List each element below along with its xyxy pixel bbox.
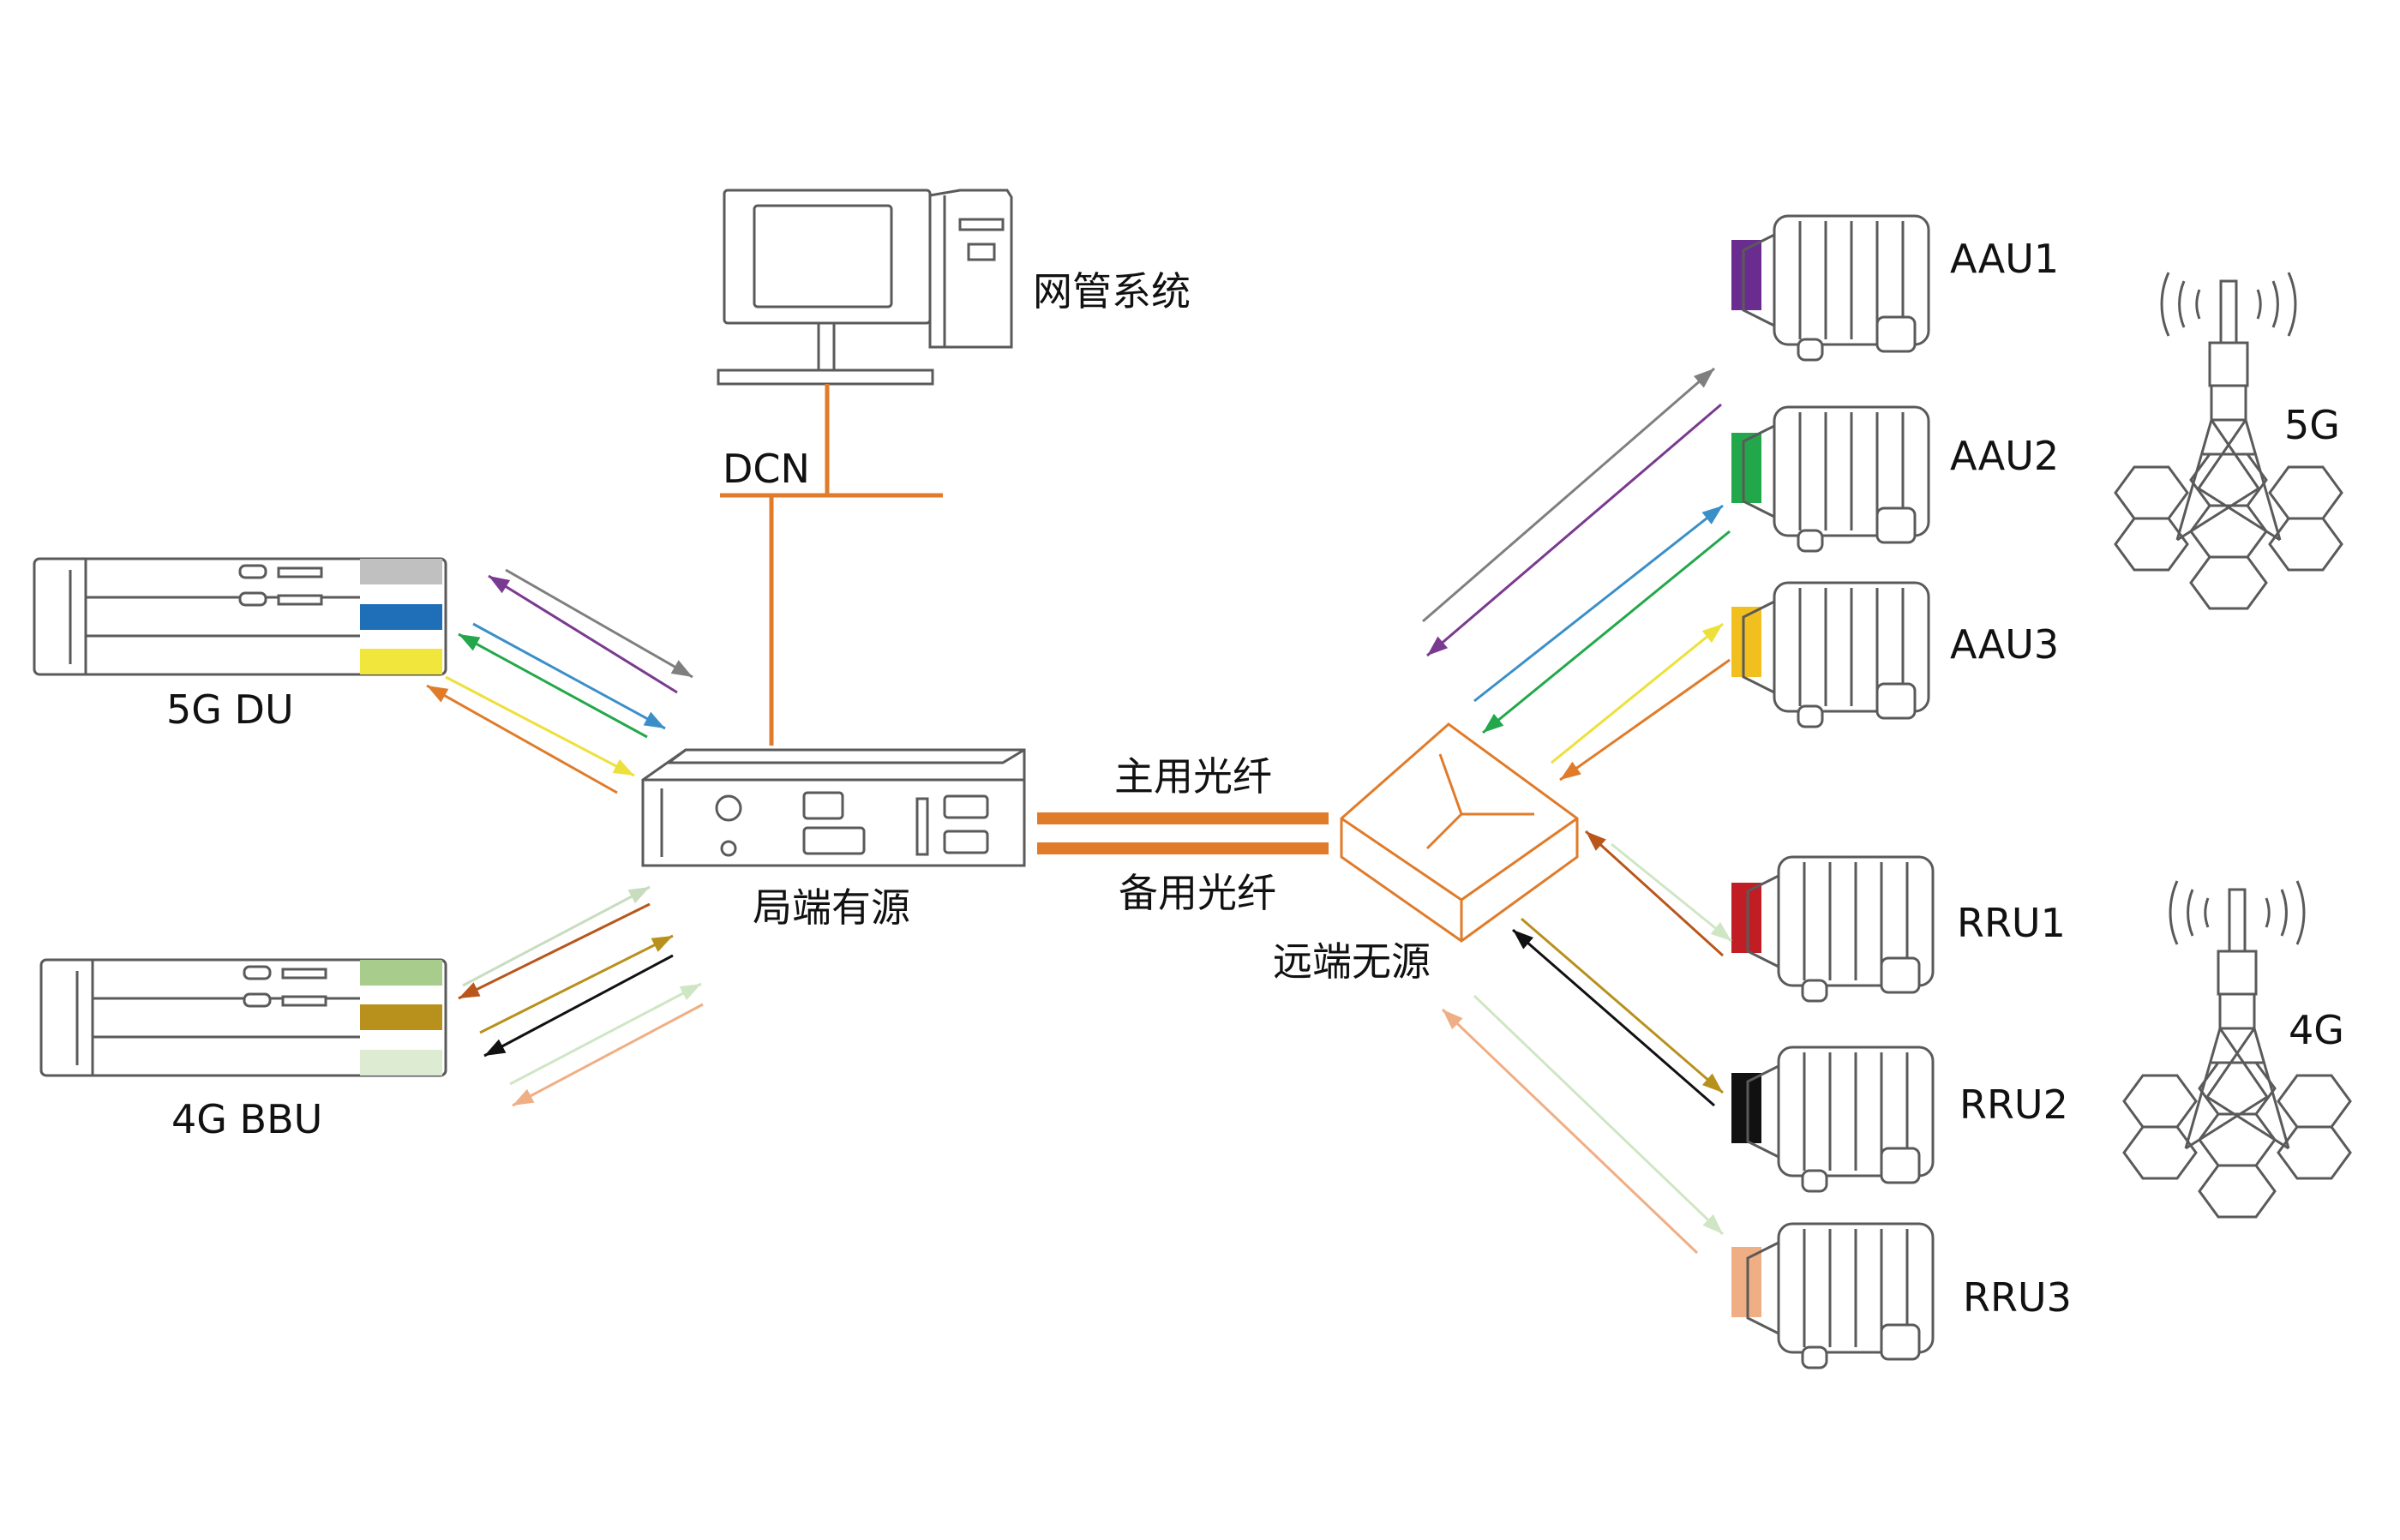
aau1-unit [1731,214,1930,362]
fiber-links [1037,812,1329,854]
aau-arrow-4 [1482,530,1731,734]
aau3-port [1731,607,1761,677]
nms-label: 网管系统 [1033,268,1191,315]
du-arrow-6 [426,684,618,794]
active-unit-icon [641,748,1026,867]
rru3-label: RRU3 [1963,1274,2072,1321]
rru1-unit [1731,855,1935,1003]
aau-arrow-5 [1551,622,1724,764]
rru2-label: RRU2 [1959,1082,2068,1128]
bbu-arrow-5 [509,982,702,1086]
du-arrow-1 [505,568,693,679]
rru-arrow-2 [1584,830,1725,957]
bbu-4g-label: 4G BBU [171,1096,322,1142]
aau-arrow-2 [1426,403,1722,657]
bbu-port-3 [360,1050,442,1076]
rru3-unit [1731,1222,1935,1369]
signal-arrows [426,367,1732,1255]
aau3-label: AAU3 [1950,621,2059,668]
rru-arrow-6 [1441,1008,1699,1255]
bbu-arrow-6 [512,1003,704,1107]
aau-arrow-3 [1473,504,1724,703]
du-arrow-2 [488,574,678,694]
tower-5g-label: 5G [2284,402,2340,448]
du-port-3 [360,649,442,674]
tower-4g-label: 4G [2289,1007,2344,1053]
bbu-port-1 [360,960,442,986]
computer-icon [717,189,1013,386]
dcn-label: DCN [723,446,810,492]
bbu-port-2 [360,1004,442,1030]
aau-arrow-6 [1559,658,1731,782]
remote-passive-label: 远端无源 [1273,938,1431,985]
aau3-unit [1731,581,1930,728]
du-port-2 [360,604,442,630]
aau1-port [1731,240,1761,310]
passive-unit-icon [1340,722,1579,943]
aau2-port [1731,433,1761,503]
bbu-4g-server [39,958,447,1077]
aau2-label: AAU2 [1950,433,2059,479]
du-arrow-5 [445,675,635,777]
du-arrow-3 [472,622,666,730]
bbu-arrow-2 [458,902,651,1000]
rru-arrow-3 [1521,917,1724,1094]
aau-arrow-1 [1422,367,1715,623]
rru-arrow-4 [1512,928,1715,1107]
local-active-label: 局端有源 [753,884,910,931]
du-arrow-4 [458,632,648,739]
du-5g-label: 5G DU [166,686,294,733]
aau2-unit [1731,405,1930,553]
rru-arrow-5 [1473,994,1725,1236]
rru-arrow-1 [1611,842,1732,943]
dcn-links [720,384,943,746]
aau1-label: AAU1 [1950,236,2059,282]
bbu-arrow-3 [479,934,674,1034]
bbu-arrow-1 [462,885,651,987]
backup-fiber-label: 备用光纤 [1119,870,1276,916]
rru1-label: RRU1 [1957,900,2066,946]
rru2-unit [1731,1046,1935,1193]
du-5g-server [33,557,447,676]
du-port-1 [360,559,442,584]
bbu-arrow-4 [483,954,674,1058]
primary-fiber-label: 主用光纤 [1114,753,1272,800]
